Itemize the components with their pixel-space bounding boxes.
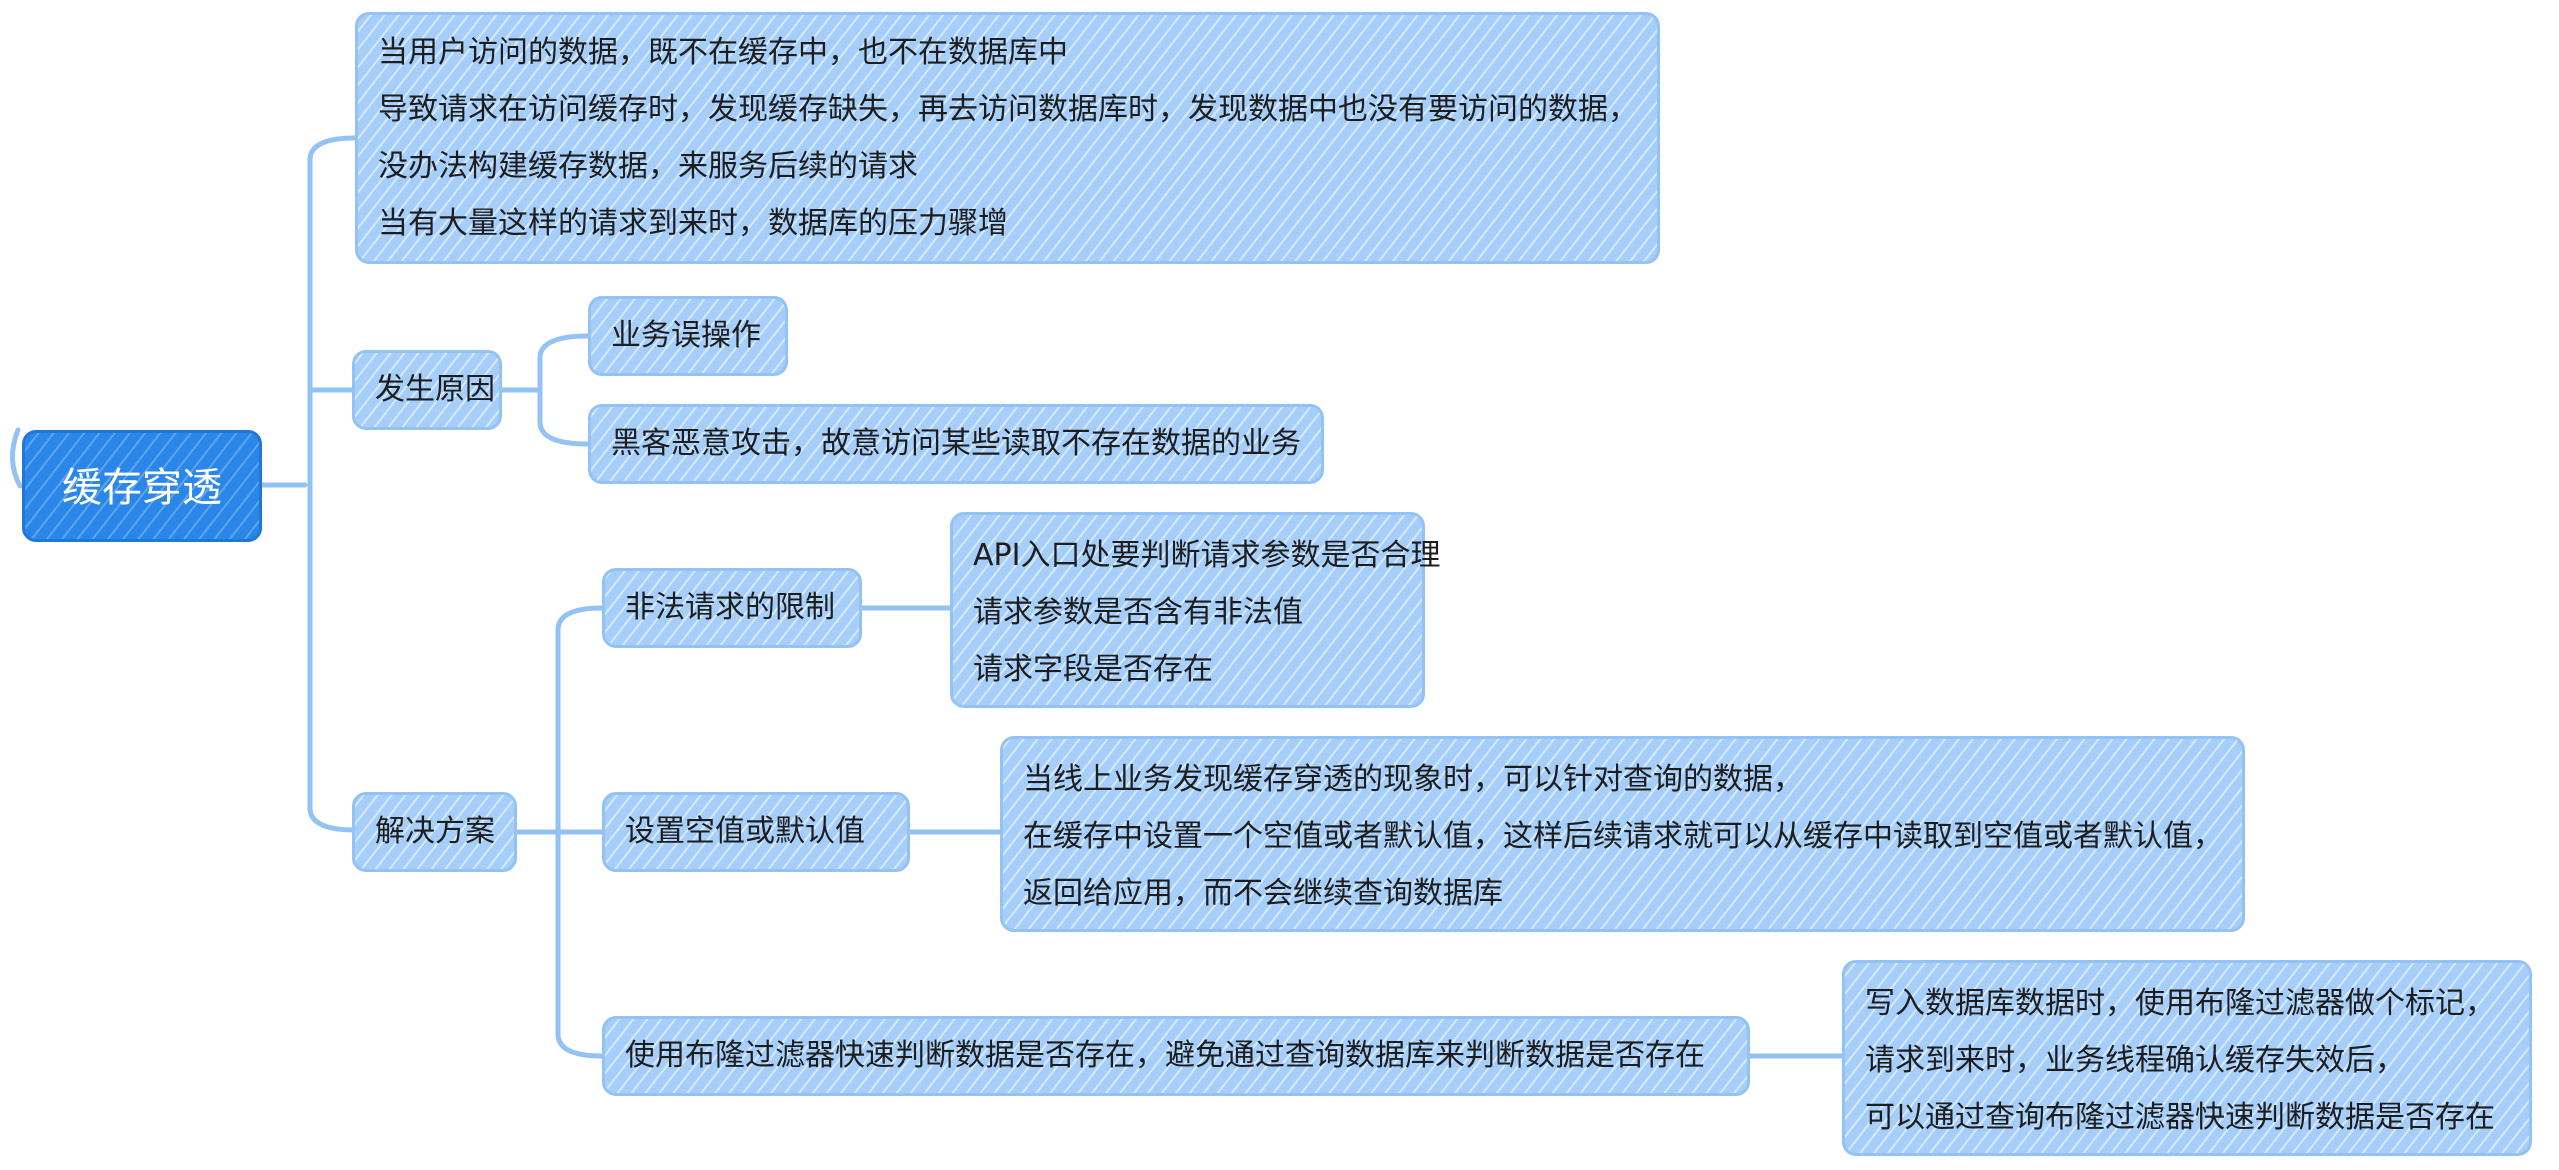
causes-node[interactable]: 发生原因 [352,350,502,430]
root-label: 缓存穿透 [62,465,222,511]
detail-line: 请求字段是否存在 [973,652,1213,687]
detail-node-illegal-request[interactable]: API入口处要判断请求参数是否合理 请求参数是否含有非法值 请求字段是否存在 [950,512,1441,708]
definition-line-4: 当有大量这样的请求到来时，数据库的压力骤增 [378,206,1008,241]
cause-item-hacker-attack[interactable]: 黑客恶意攻击，故意访问某些读取不存在数据的业务 [588,404,1324,484]
detail-node-default-value[interactable]: 当线上业务发现缓存穿透的现象时，可以针对查询的数据， 在缓存中设置一个空值或者默… [1000,736,2245,932]
solution-item-label: 非法请求的限制 [625,590,835,625]
connector-level1-spine [307,135,358,833]
definition-line-2: 导致请求在访问缓存时，发现缓存缺失，再去访问数据库时，发现数据中也没有要访问的数… [378,92,1638,127]
detail-line: 可以通过查询布隆过滤器快速判断数据是否存在 [1865,1100,2495,1135]
detail-line: 请求到来时，业务线程确认缓存失效后， [1865,1043,2405,1078]
solution-item-default-value[interactable]: 设置空值或默认值 [602,792,910,872]
detail-line: 在缓存中设置一个空值或者默认值，这样后续请求就可以从缓存中读取到空值或者默认值， [1023,819,2223,854]
detail-line: 请求参数是否含有非法值 [973,595,1303,630]
root-node-cache-penetration[interactable]: 缓存穿透 [22,430,262,542]
solution-item-label: 设置空值或默认值 [625,814,865,849]
solution-item-bloom-filter[interactable]: 使用布隆过滤器快速判断数据是否存在，避免通过查询数据库来判断数据是否存在 [602,1016,1750,1096]
solution-item-label: 使用布隆过滤器快速判断数据是否存在，避免通过查询数据库来判断数据是否存在 [625,1038,1705,1073]
detail-line: 当线上业务发现缓存穿透的现象时，可以针对查询的数据， [1023,762,1803,797]
detail-line: API入口处要判断请求参数是否合理 [973,538,1441,573]
detail-line: 返回给应用，而不会继续查询数据库 [1023,876,1503,911]
causes-label: 发生原因 [375,372,495,407]
cause-item-business-error[interactable]: 业务误操作 [588,296,788,376]
definition-line-1: 当用户访问的数据，既不在缓存中，也不在数据库中 [378,35,1068,70]
connector-root-tail [10,427,23,489]
detail-node-bloom-filter[interactable]: 写入数据库数据时，使用布隆过滤器做个标记， 请求到来时，业务线程确认缓存失效后，… [1842,960,2532,1156]
definition-node[interactable]: 当用户访问的数据，既不在缓存中，也不在数据库中 导致请求在访问缓存时，发现缓存缺… [355,12,1660,264]
cause-item-label: 黑客恶意攻击，故意访问某些读取不存在数据的业务 [611,426,1301,461]
solution-item-illegal-request-limit[interactable]: 非法请求的限制 [602,568,862,648]
solutions-node[interactable]: 解决方案 [352,792,517,872]
definition-line-3: 没办法构建缓存数据，来服务后续的请求 [378,149,918,184]
solutions-label: 解决方案 [375,814,495,849]
detail-line: 写入数据库数据时，使用布隆过滤器做个标记， [1865,986,2495,1021]
cause-item-label: 业务误操作 [611,318,761,353]
connector-causes-spine [537,333,591,447]
